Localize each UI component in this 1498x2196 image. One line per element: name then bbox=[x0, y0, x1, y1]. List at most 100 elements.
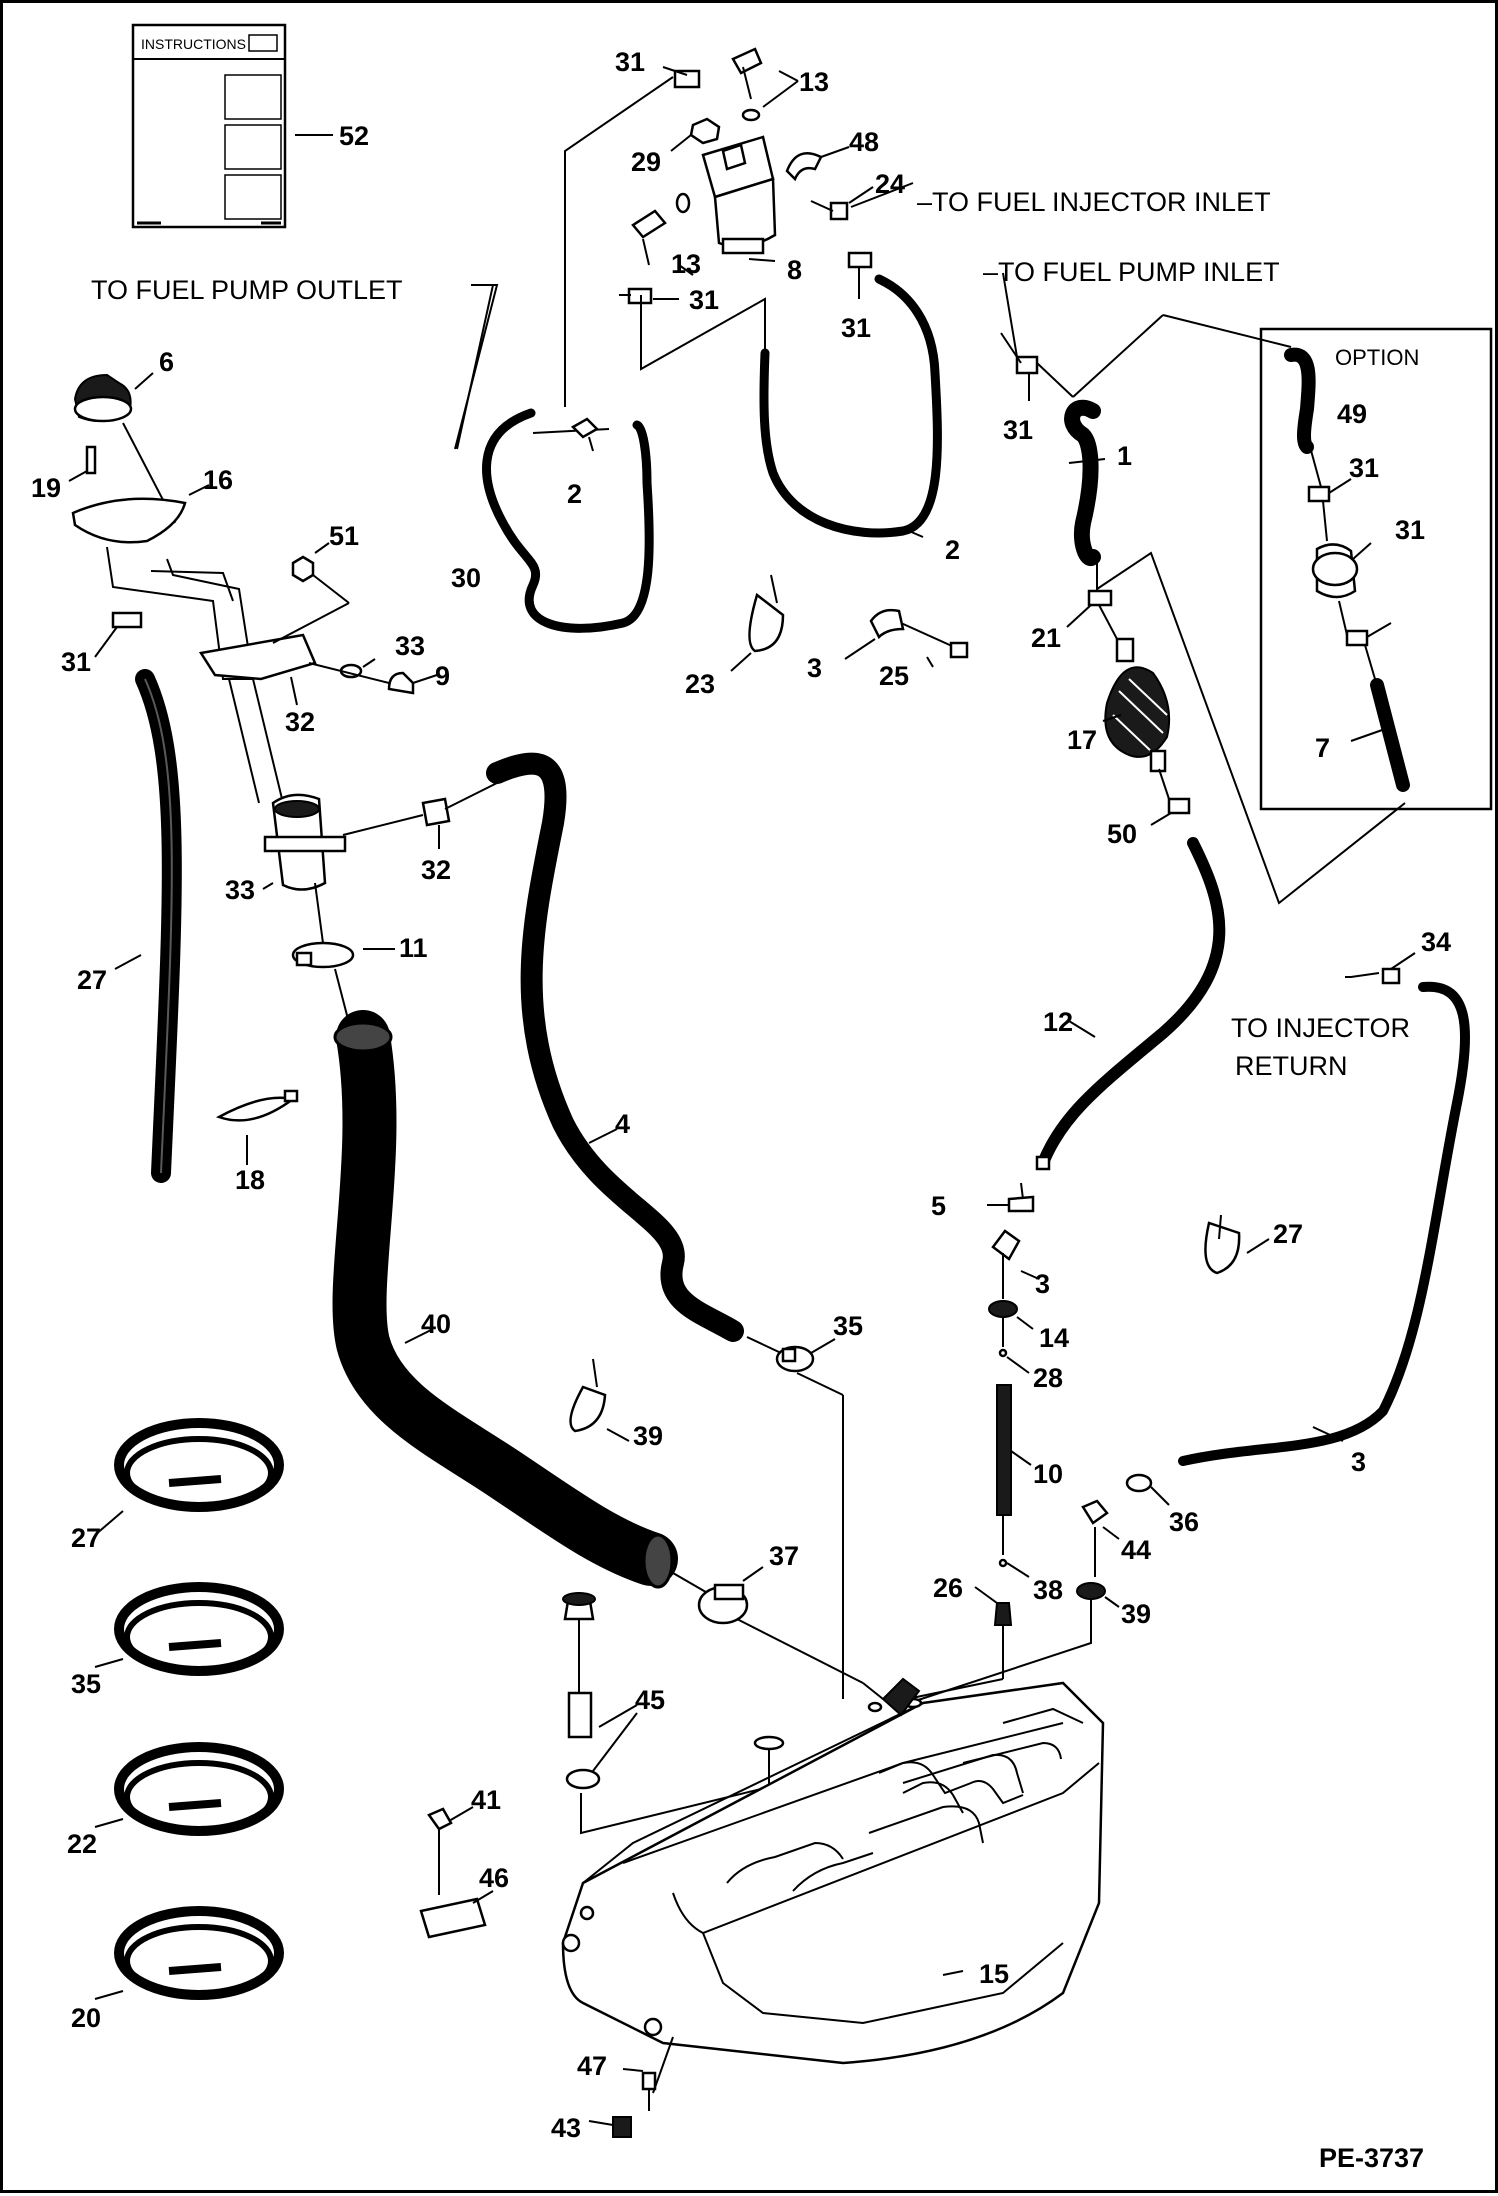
callout: 31 bbox=[1395, 515, 1425, 545]
callout: 20 bbox=[71, 2003, 101, 2033]
small-parts-left bbox=[215, 574, 969, 1442]
callout: 33 bbox=[225, 875, 255, 905]
hose-coil-47 bbox=[94, 1906, 284, 2000]
callout: 9 bbox=[435, 661, 450, 691]
callout: 26 bbox=[933, 1573, 963, 1603]
callout: 22 bbox=[67, 1829, 97, 1859]
label-to-injector-return-2: RETURN bbox=[1235, 1051, 1348, 1081]
strap-15 bbox=[419, 1806, 494, 1939]
callout: 11 bbox=[399, 933, 428, 963]
callout: 4 bbox=[615, 1109, 630, 1139]
callout: 17 bbox=[1067, 725, 1097, 755]
callout: 5 bbox=[931, 1191, 946, 1221]
fuel-hose-2-right bbox=[759, 274, 942, 538]
label-to-fuel-pump-outlet: TO FUEL PUMP OUTLET bbox=[91, 275, 403, 305]
callout: 37 bbox=[769, 1541, 799, 1571]
callout: 27 bbox=[77, 965, 107, 995]
hose-coil-44 bbox=[94, 1418, 284, 1536]
callout: 46 bbox=[479, 1863, 509, 1893]
callout: 40 bbox=[421, 1309, 451, 1339]
callout: 2 bbox=[945, 535, 960, 565]
callout: 21 bbox=[1031, 623, 1061, 653]
callout-numbers: 52 31 13 29 48 24 13 8 31 31 31 6 31 49 … bbox=[31, 47, 1451, 2143]
callout: 3 bbox=[807, 653, 822, 683]
callout: 31 bbox=[689, 285, 719, 315]
callout: 47 bbox=[577, 2051, 607, 2081]
callout: 2 bbox=[567, 479, 582, 509]
callout: 19 bbox=[31, 473, 61, 503]
instructions-card: INSTRUCTIONS bbox=[131, 23, 333, 229]
route-labels: TO FUEL PUMP OUTLET –TO FUEL INJECTOR IN… bbox=[91, 187, 1424, 2173]
callout: 48 bbox=[849, 127, 879, 157]
callout: 27 bbox=[71, 1523, 101, 1553]
callout: 3 bbox=[1351, 1447, 1366, 1477]
callout: 51 bbox=[329, 521, 359, 551]
callout: 38 bbox=[1033, 1575, 1063, 1605]
callout: 33 bbox=[395, 631, 425, 661]
fuel-line-right bbox=[906, 332, 1226, 1700]
hose-coil-45 bbox=[94, 1582, 284, 1676]
callout: 8 bbox=[787, 255, 802, 285]
callout: 39 bbox=[1121, 1599, 1151, 1629]
callout: 6 bbox=[159, 347, 174, 377]
fuel-hose-2-left bbox=[482, 408, 654, 633]
fuel-filter-assembly bbox=[619, 47, 914, 305]
label-to-injector-return-1: TO INJECTOR bbox=[1231, 1013, 1410, 1043]
hose-coils bbox=[94, 1418, 284, 2000]
callout: 32 bbox=[285, 707, 315, 737]
callout: 23 bbox=[685, 669, 715, 699]
callout: 7 bbox=[1315, 733, 1330, 763]
callout: 14 bbox=[1039, 1323, 1069, 1353]
callout: 32 bbox=[421, 855, 451, 885]
fuel-system-diagram: INSTRUCTIONS bbox=[31, 23, 1493, 2173]
diagram-id: PE-3737 bbox=[1319, 2143, 1424, 2173]
callout: 1 bbox=[1117, 441, 1132, 471]
callout: 41 bbox=[471, 1785, 501, 1815]
option-label: OPTION bbox=[1335, 345, 1419, 370]
callout: 29 bbox=[631, 147, 661, 177]
fill-hose-14 bbox=[332, 1010, 712, 1596]
option-box: OPTION bbox=[1072, 314, 1493, 905]
return-hose-10 bbox=[902, 952, 1471, 1706]
hose-coil-46 bbox=[94, 1742, 284, 1836]
callout: 24 bbox=[875, 169, 905, 199]
callout: 49 bbox=[1337, 399, 1367, 429]
callout: 31 bbox=[1349, 453, 1379, 483]
vent-hose-18 bbox=[486, 752, 782, 1354]
callout: 31 bbox=[615, 47, 645, 77]
label-to-fuel-injector-inlet: –TO FUEL INJECTOR INLET bbox=[917, 187, 1271, 217]
callout: 30 bbox=[451, 563, 481, 593]
callout: 35 bbox=[833, 1311, 863, 1341]
fuel-tank-20 bbox=[561, 1677, 1105, 2138]
callout: 27 bbox=[1273, 1219, 1303, 1249]
callout: 12 bbox=[1043, 1007, 1073, 1037]
callout: 52 bbox=[339, 121, 369, 151]
callout: 15 bbox=[979, 1959, 1009, 1989]
callout: 45 bbox=[635, 1685, 665, 1715]
callout: 34 bbox=[1421, 927, 1451, 957]
callout: 13 bbox=[799, 67, 829, 97]
callout: 31 bbox=[841, 313, 871, 343]
callout: 10 bbox=[1033, 1459, 1063, 1489]
fuel-hose-12 bbox=[114, 669, 182, 1183]
fuel-cap-assembly bbox=[68, 372, 498, 1024]
callout: 44 bbox=[1121, 1535, 1151, 1565]
instructions-title: INSTRUCTIONS bbox=[141, 36, 246, 52]
callout: 31 bbox=[61, 647, 91, 677]
callout: 36 bbox=[1169, 1507, 1199, 1537]
callout: 35 bbox=[71, 1669, 101, 1699]
callout: 25 bbox=[879, 661, 909, 691]
callout: 31 bbox=[1003, 415, 1033, 445]
callout: 39 bbox=[633, 1421, 663, 1451]
callout: 18 bbox=[235, 1165, 265, 1195]
clamps-28-26 bbox=[697, 1338, 864, 1699]
fuel-sender-41 bbox=[562, 1592, 770, 1835]
callout: 13 bbox=[671, 249, 701, 279]
label-to-fuel-pump-inlet: –TO FUEL PUMP INLET bbox=[983, 257, 1280, 287]
callout: 16 bbox=[203, 465, 233, 495]
callout: 3 bbox=[1035, 1269, 1050, 1299]
callout: 43 bbox=[551, 2113, 581, 2143]
callout: 50 bbox=[1107, 819, 1137, 849]
callout: 28 bbox=[1033, 1363, 1063, 1393]
